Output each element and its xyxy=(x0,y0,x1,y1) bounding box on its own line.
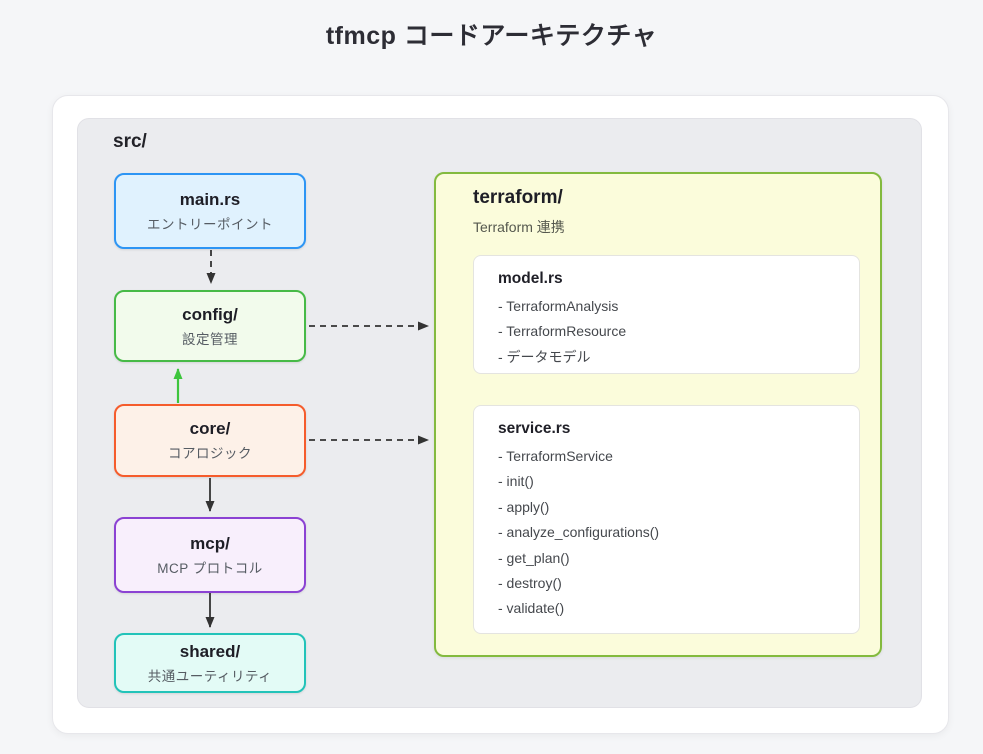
module-core: core/ コアロジック xyxy=(114,404,306,477)
card-title: model.rs xyxy=(498,270,563,287)
card-item: - apply() xyxy=(498,498,550,515)
module-title: shared/ xyxy=(179,641,241,661)
module-subtitle: 設定管理 xyxy=(182,331,238,347)
card-item: - validate() xyxy=(498,600,565,617)
module-title: core/ xyxy=(189,419,231,438)
card-model-rs: model.rs - TerraformAnalysis - Terraform… xyxy=(473,255,860,374)
module-config: config/ 設定管理 xyxy=(114,290,306,362)
card-item: - analyze_configurations() xyxy=(498,524,660,541)
module-mcp: mcp/ MCP プロトコル xyxy=(114,517,306,593)
card-item: - TerraformAnalysis xyxy=(498,298,619,314)
module-subtitle: MCP プロトコル xyxy=(157,560,263,576)
module-main-rs: main.rs エントリーポイント xyxy=(114,173,306,249)
card-item: - TerraformService xyxy=(498,448,613,464)
page-title: tfmcp コードアーキテクチャ xyxy=(325,22,658,50)
module-title: mcp/ xyxy=(190,533,230,553)
module-subtitle: 共通ユーティリティ xyxy=(147,668,273,684)
card-item: - destroy() xyxy=(498,575,562,592)
card-item-list: - TerraformAnalysis - TerraformResource … xyxy=(498,294,835,370)
card-item-list: - TerraformService - init() - apply() - … xyxy=(498,444,835,622)
module-title: main.rs xyxy=(179,189,241,209)
card-item: - データモデル xyxy=(498,348,591,365)
module-title: config/ xyxy=(182,304,238,324)
src-panel-label: src/ xyxy=(113,131,147,152)
terraform-group-title: terraform/ xyxy=(473,187,563,208)
card-title: service.rs xyxy=(498,420,571,437)
module-subtitle: エントリーポイント xyxy=(147,216,273,232)
module-subtitle: コアロジック xyxy=(168,446,252,461)
card-item: - init() xyxy=(498,473,534,490)
terraform-group-box: terraform/ Terraform 連携 model.rs - Terra… xyxy=(434,172,882,657)
card-item: - get_plan() xyxy=(498,549,570,566)
terraform-group-subtitle: Terraform 連携 xyxy=(473,219,565,235)
card-service-rs: service.rs - TerraformService - init() -… xyxy=(473,405,860,634)
module-shared: shared/ 共通ユーティリティ xyxy=(114,633,306,693)
card-item: - TerraformResource xyxy=(498,323,627,340)
